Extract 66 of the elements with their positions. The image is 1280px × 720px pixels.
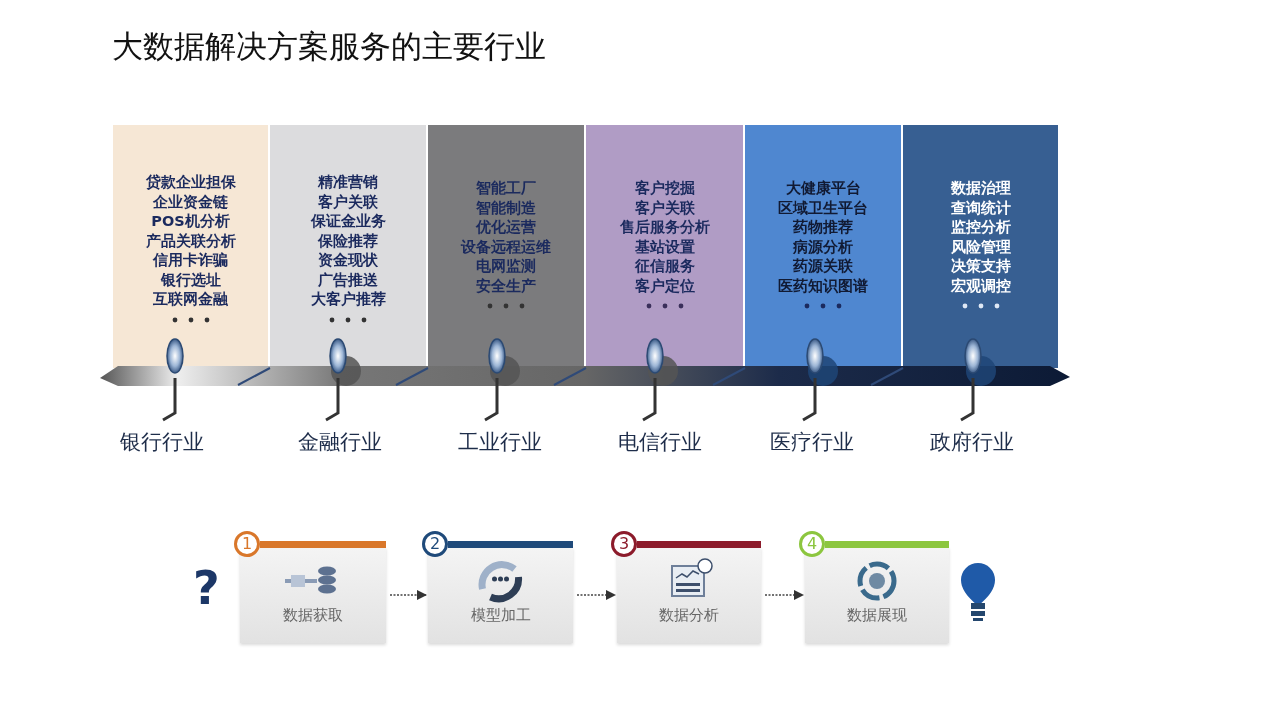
application-item: 宏观调控: [950, 276, 1011, 296]
industry-panel: [270, 125, 426, 368]
application-item: 智能工厂: [476, 179, 536, 198]
application-item: 信用卡诈骗: [153, 251, 228, 270]
application-item: 征信服务: [634, 257, 695, 276]
application-item: 风险管理: [950, 237, 1011, 257]
dashed-arrow: [576, 589, 617, 601]
application-item: POS机分析: [151, 212, 230, 231]
industry-label: 医疗行业: [770, 429, 854, 456]
application-item: 售后服务分析: [619, 218, 710, 237]
industry-panel: [113, 125, 268, 368]
step-number: 3: [611, 531, 637, 557]
step-label: 数据获取: [283, 606, 343, 625]
step-label: 数据分析: [659, 606, 719, 625]
application-item: 客户关联: [634, 198, 695, 218]
application-item: 客户挖掘: [634, 179, 695, 198]
application-item: 互联网金融: [153, 290, 228, 309]
title: 大数据解决方案服务的主要行业: [112, 27, 546, 66]
industry-panel: [903, 125, 1058, 368]
application-item: 决策支持: [950, 257, 1011, 276]
application-item: 保险推荐: [318, 231, 378, 251]
application-item: 基站设置: [634, 237, 695, 257]
application-item: 客户定位: [634, 276, 695, 296]
application-item: 大客户推荐: [310, 290, 386, 309]
step-card: [428, 547, 573, 643]
application-item: 安全生产: [476, 276, 536, 296]
application-item: 资金现状: [318, 251, 378, 270]
industry-label: 电信行业: [618, 429, 702, 456]
application-item: 保证金业务: [310, 212, 386, 231]
application-item: 设备远程运维: [461, 237, 551, 257]
application-item: 医药知识图谱: [778, 276, 868, 296]
application-item: 精准营销: [318, 173, 378, 192]
application-item: 产品关联分析: [145, 231, 236, 251]
step-number: 1: [234, 531, 260, 557]
dashed-arrow: [389, 589, 428, 601]
industry-panel: [586, 125, 743, 368]
step-card: [240, 547, 386, 643]
application-item: 大健康平台: [785, 179, 861, 198]
application-item: 贷款企业担保: [145, 173, 236, 192]
application-item: 银行选址: [160, 270, 221, 290]
application-item: 智能制造: [476, 198, 536, 218]
industry-label: 工业行业: [458, 429, 542, 456]
industry-label: 政府行业: [930, 429, 1014, 456]
application-item: 客户关联: [318, 192, 378, 212]
application-item: 电网监测: [476, 257, 536, 276]
industry-label: 金融行业: [298, 429, 382, 456]
step-card: [805, 547, 949, 643]
application-item: 数据治理: [950, 179, 1011, 198]
step-label: 模型加工: [470, 606, 531, 625]
question-mark: ?: [193, 560, 220, 616]
application-item: 查询统计: [950, 198, 1011, 218]
application-item: 企业资金链: [153, 192, 228, 212]
industry-panel: [428, 125, 584, 368]
application-item: 区域卫生平台: [778, 198, 868, 218]
application-item: 病源分析: [793, 237, 853, 257]
application-item: 广告推送: [318, 270, 378, 290]
step-label: 数据展现: [847, 606, 907, 625]
step-number: 2: [422, 531, 448, 557]
application-item: 监控分析: [950, 218, 1011, 237]
application-item: 药源关联: [793, 257, 853, 276]
step-number: 4: [799, 531, 825, 557]
application-item: 药物推荐: [793, 218, 853, 237]
dashed-arrow: [764, 589, 805, 601]
industry-label: 银行行业: [120, 429, 204, 456]
industry-panel: [745, 125, 901, 368]
application-item: 优化运营: [476, 218, 536, 237]
